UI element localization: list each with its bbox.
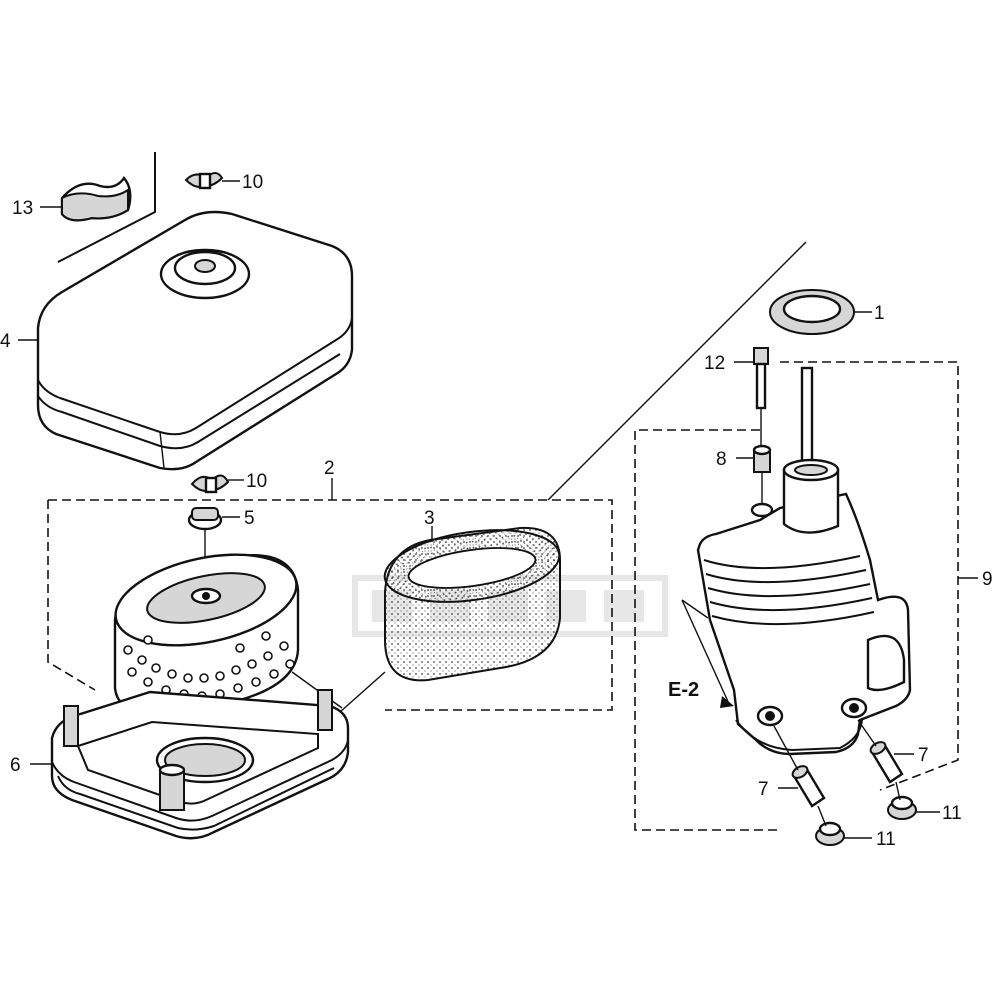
callout-4: 4	[0, 331, 11, 352]
diagonal-divider	[547, 241, 807, 501]
part-12-bolt	[753, 347, 769, 410]
callout-3: 3	[424, 508, 435, 529]
ref-e2: E-2	[668, 679, 699, 701]
part-7-tube-right	[869, 741, 904, 784]
callout-7-right: 7	[918, 745, 929, 766]
part-11-nut-right	[887, 795, 917, 820]
part-11-nut-left	[815, 821, 845, 846]
part-6-base	[50, 689, 350, 840]
part-3-foam-element	[383, 526, 561, 682]
group-2-bracket	[47, 500, 96, 691]
part-9-elbow-case	[696, 366, 912, 756]
part-8-collar	[752, 444, 772, 473]
callout-1: 1	[874, 303, 885, 324]
part-2-filter-element	[113, 553, 300, 716]
part-13-knob	[60, 175, 132, 222]
callout-2: 2	[324, 458, 335, 479]
part-4-cover	[36, 210, 354, 471]
callout-9: 9	[982, 569, 993, 590]
callout-12: 12	[704, 353, 725, 374]
part-1-gasket	[769, 289, 855, 335]
group-9-bracket	[634, 429, 780, 831]
callout-10-top: 10	[242, 172, 263, 193]
callout-6: 6	[10, 755, 21, 776]
callout-5: 5	[244, 508, 255, 529]
part-7-tube-left	[791, 765, 826, 808]
callout-10-lower: 10	[246, 471, 267, 492]
part-10-wing-nut-lower	[190, 474, 230, 494]
divider-line	[57, 152, 156, 263]
callout-13: 13	[12, 198, 33, 219]
callout-11-right: 11	[942, 803, 962, 824]
callout-11-left: 11	[876, 829, 896, 850]
part-5-grommet	[187, 507, 223, 531]
e2-arrow	[720, 696, 734, 708]
callout-7-left: 7	[758, 779, 769, 800]
part-10-wing-nut-top	[184, 172, 224, 190]
callout-8: 8	[716, 449, 727, 470]
